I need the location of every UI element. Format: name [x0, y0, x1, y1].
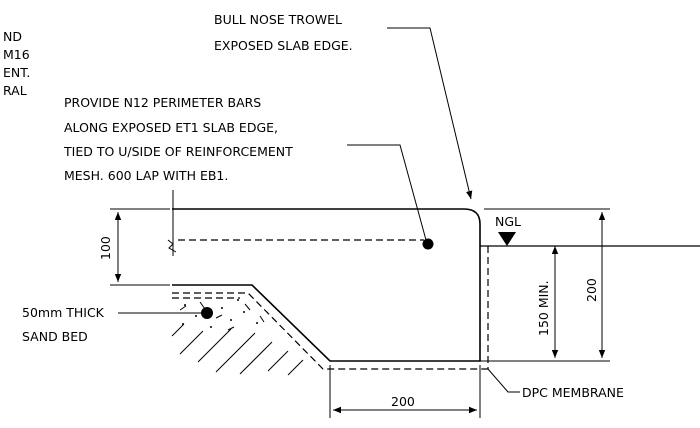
- cut-note-line-3: ENT.: [3, 65, 30, 80]
- cut-note-line-2: M16: [3, 47, 30, 62]
- dpc-label: DPC MEMBRANE: [522, 385, 624, 400]
- dim-edge-depth-value: 150 MIN.: [536, 280, 551, 336]
- trowel-note-line-2: EXPOSED SLAB EDGE.: [214, 38, 353, 53]
- dim-total-depth: 200: [484, 208, 610, 358]
- slab-outline: [172, 208, 481, 362]
- trowel-note-line-1: BULL NOSE TROWEL: [214, 12, 342, 27]
- cut-off-note: ND M16 ENT. RAL: [3, 29, 30, 98]
- cut-note-line-4: RAL: [3, 83, 27, 98]
- ngl-marker: [498, 232, 516, 246]
- dim-beam-width-value: 200: [391, 394, 415, 409]
- dpc-leader: [487, 368, 520, 393]
- perimeter-note-line-1: PROVIDE N12 PERIMETER BARS: [64, 95, 261, 110]
- perimeter-bar-leader: [347, 144, 427, 241]
- dim-slab-thickness: 100: [98, 208, 170, 286]
- perimeter-note-line-3: TIED TO U/SIDE OF REINFORCEMENT: [63, 144, 293, 159]
- sand-bed-line-1: 50mm THICK: [22, 305, 105, 320]
- sand-bed-leader-dot: [201, 307, 213, 319]
- sand-bed-top-edge: [172, 292, 488, 370]
- dim-total-depth-value: 200: [584, 278, 599, 302]
- break-symbol: [167, 239, 177, 253]
- ground-hatching: [171, 323, 304, 376]
- perimeter-bar-dot: [422, 238, 434, 250]
- dim-slab-thickness-value: 100: [98, 236, 113, 260]
- ngl-label: NGL: [495, 214, 521, 229]
- sand-bed-stipple: [179, 299, 265, 331]
- perimeter-bars-note: PROVIDE N12 PERIMETER BARS ALONG EXPOSED…: [63, 95, 293, 183]
- trowel-note: BULL NOSE TROWEL EXPOSED SLAB EDGE.: [214, 12, 353, 53]
- dim-beam-width: 200: [329, 365, 481, 418]
- perimeter-note-line-2: ALONG EXPOSED ET1 SLAB EDGE,: [64, 120, 278, 135]
- perimeter-note-line-4: MESH. 600 LAP WITH EB1.: [64, 168, 228, 183]
- dim-edge-depth: 150 MIN.: [480, 246, 610, 362]
- sand-bed-line-2: SAND BED: [22, 329, 88, 344]
- cut-note-line-1: ND: [3, 29, 22, 44]
- trowel-leader-arrow: [387, 27, 473, 200]
